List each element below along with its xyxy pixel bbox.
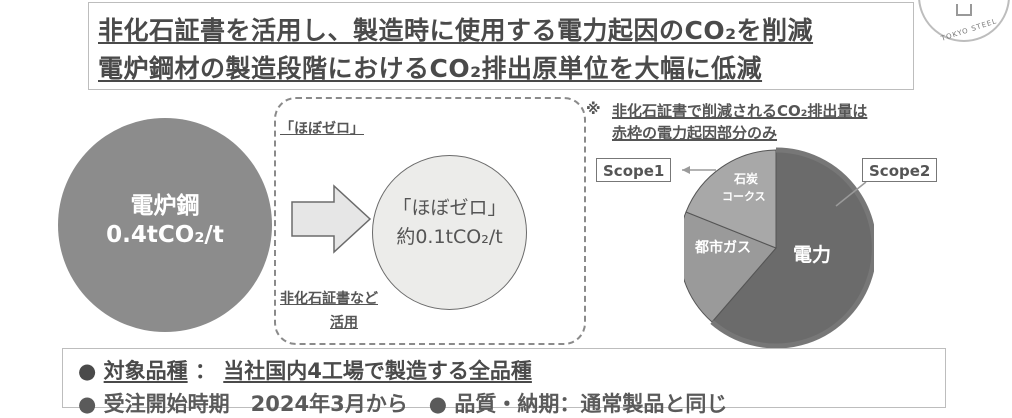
note-line-2: 赤枠の電力起因部分のみ	[612, 124, 778, 142]
pie-label-city-gas: 都市ガス	[695, 240, 751, 256]
pie-slice-city-gas	[684, 211, 777, 323]
bullet-dot-icon: ●	[78, 359, 97, 383]
pie-label-coke: コークス	[722, 190, 766, 203]
bullet-partial-line: ● 受注開始時期 2024年3月から ● 品質・納期：通常製品と同じ	[78, 392, 728, 416]
headline-2: 電炉鋼材の製造段階におけるCO₂排出原単位を大幅に低減	[98, 54, 763, 83]
near-zero-footer-1: 非化石証書など	[280, 291, 378, 307]
electricity-outline	[710, 147, 874, 349]
note-mark: ※	[586, 100, 601, 118]
bullet-value: 当社国内4工場で製造する全品種	[223, 359, 532, 383]
near-zero-circle	[372, 155, 527, 310]
emission-pie	[684, 147, 874, 349]
eaf-steel-label: 電炉鋼	[130, 193, 200, 219]
scope1-arrowhead-icon	[682, 166, 690, 174]
near-zero-footer-2: 活用	[330, 315, 358, 331]
pie-label-electricity: 電力	[793, 244, 832, 266]
near-zero-group	[274, 97, 586, 345]
near-zero-circle-value: 約0.1tCO₂/t	[396, 226, 503, 248]
pie-label-coal: 石炭	[734, 172, 759, 186]
scope1-label: Scope1	[596, 158, 672, 182]
right-arrow-icon	[291, 184, 372, 254]
bullet-target-products: ● 対象品種 ： 当社国内4工場で製造する全品種	[78, 355, 532, 385]
note-line-1: 非化石証書で削減されるCO₂排出量は	[612, 102, 868, 120]
eaf-steel-circle	[58, 118, 272, 332]
scope2-connector	[835, 181, 867, 207]
near-zero-circle-title: 「ほぼゼロ」	[392, 197, 507, 219]
bullet-separator: ：	[194, 359, 216, 383]
header-box	[88, 2, 914, 90]
scope-connectors	[682, 166, 867, 207]
near-zero-tag: 「ほぼゼロ」	[280, 121, 364, 137]
logo-mark-icon	[956, 4, 972, 16]
eaf-steel-value: 0.4tCO₂/t	[106, 222, 224, 248]
headline-1: 非化石証書を活用し、製造時に使用する電力起因のCO₂を削減	[98, 16, 814, 45]
bullet-key: 対象品種	[103, 359, 188, 383]
scope2-label: Scope2	[862, 158, 938, 182]
pie-slice-coal-coke	[685, 149, 777, 249]
